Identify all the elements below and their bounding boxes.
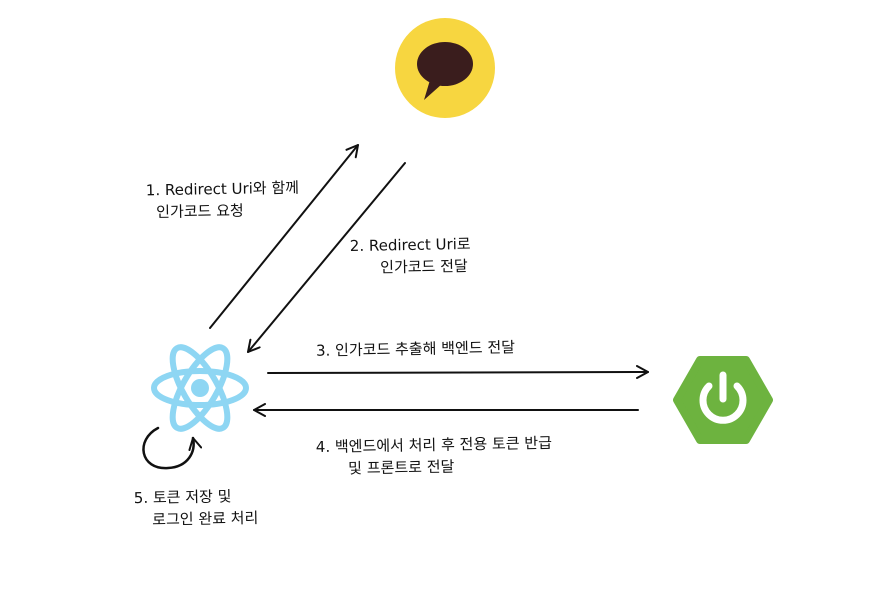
step-2-line-1: 2. Redirect Uri로 [349, 234, 471, 256]
step-4-line-2: 및 프론트로 전달 [348, 457, 455, 478]
arrow-step-3 [267, 365, 649, 380]
arrow-step-2 [246, 162, 406, 353]
step-3-label: 3. 인가코드 추출해 백엔드 전달 [316, 336, 515, 361]
step-2-line-2: 인가코드 전달 [380, 257, 468, 277]
step-2-label: 2. Redirect Uri로 인가코드 전달 [350, 233, 472, 279]
spring-boot-power-logo-icon [673, 356, 773, 444]
step-5-line-1: 5. 토큰 저장 및 [133, 487, 232, 508]
kakao-talk-logo-icon [395, 18, 495, 118]
step-1-line-2: 인가코드 요청 [156, 201, 244, 222]
step-3-line-1: 3. 인가코드 추출해 백엔드 전달 [315, 338, 516, 360]
step-4-line-1: 4. 백엔드에서 처리 후 전용 토큰 반급 [315, 433, 553, 457]
step-5-label: 5. 토큰 저장 및 로그인 완료 처리 [134, 485, 259, 531]
arrow-step-5-loop [142, 426, 203, 470]
step-1-line-1: 1. Redirect Uri와 함께 [145, 178, 300, 200]
step-4-label: 4. 백엔드에서 처리 후 전용 토큰 반급 및 프론트로 전달 [316, 432, 553, 480]
react-logo-icon [151, 344, 249, 432]
step-1-label: 1. Redirect Uri와 함께 인가코드 요청 [146, 177, 300, 224]
arrow-step-1 [209, 144, 359, 329]
step-5-line-2: 로그인 완료 처리 [152, 508, 259, 529]
